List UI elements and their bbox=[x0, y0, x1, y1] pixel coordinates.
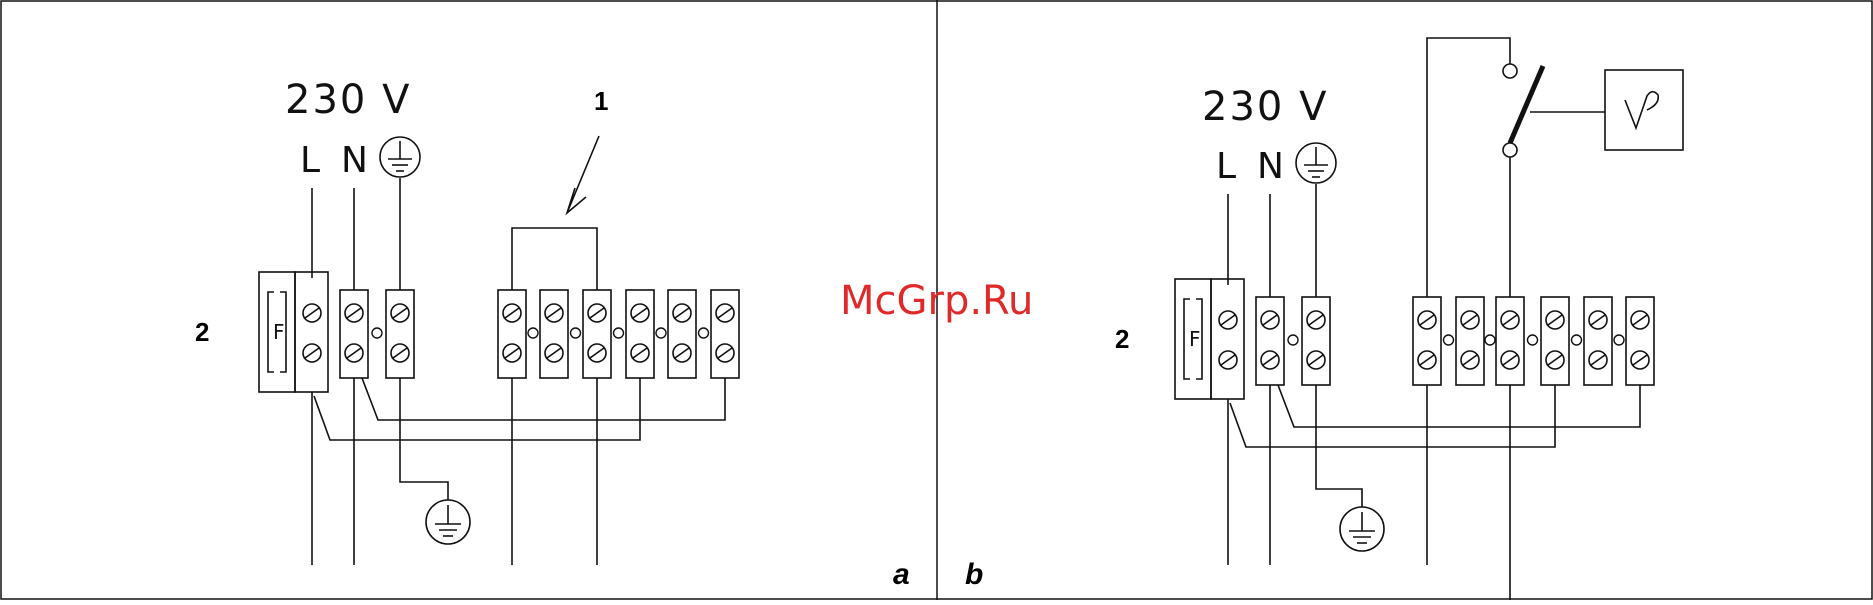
fuse-terminal bbox=[303, 304, 321, 362]
voltage-label: 230 V bbox=[285, 77, 411, 123]
ground-symbol-top bbox=[380, 137, 420, 177]
fuse-holder: F bbox=[259, 272, 328, 392]
bridge-hole bbox=[1572, 335, 1582, 345]
terminal-block bbox=[626, 290, 654, 378]
fuse-holder: F bbox=[1175, 279, 1244, 399]
terminal-block bbox=[1584, 297, 1612, 385]
fuse-label: F bbox=[1189, 327, 1201, 351]
bridge-link bbox=[512, 228, 597, 290]
bridge-hole bbox=[1485, 335, 1495, 345]
terminal-block bbox=[386, 290, 414, 378]
terminal-block bbox=[340, 290, 368, 378]
bridge-hole bbox=[1444, 335, 1454, 345]
watermark: McGrp.Ru bbox=[840, 278, 1033, 324]
panel-a: 230 V L N 2 1 a F bbox=[195, 77, 910, 591]
terminal-label-neutral: N bbox=[341, 140, 368, 181]
component-label-2: 2 bbox=[195, 317, 209, 347]
terminal-block bbox=[1413, 297, 1441, 385]
terminal-block bbox=[1302, 297, 1330, 385]
ground-symbol-bottom bbox=[426, 500, 470, 544]
callout-label-1: 1 bbox=[594, 86, 608, 116]
bridge-hole bbox=[1614, 335, 1624, 345]
bridge-hole bbox=[656, 328, 666, 338]
callout-arrow bbox=[567, 136, 599, 213]
terminal-block bbox=[1456, 297, 1484, 385]
thermostat-icon bbox=[1605, 70, 1683, 150]
component-label-2: 2 bbox=[1115, 324, 1129, 354]
terminal-block bbox=[498, 290, 526, 378]
ground-symbol-bottom bbox=[1340, 507, 1384, 551]
bridge-hole bbox=[614, 328, 624, 338]
terminal-label-line: L bbox=[1216, 146, 1236, 187]
terminal-label-line: L bbox=[300, 140, 320, 181]
terminal-block bbox=[583, 290, 611, 378]
terminal-block bbox=[668, 290, 696, 378]
bridge-hole bbox=[571, 328, 581, 338]
terminal-blocks-a bbox=[303, 290, 739, 378]
panel-b: 230 V L N 2 b F bbox=[965, 38, 1683, 600]
fuse-label: F bbox=[273, 320, 285, 344]
terminal-block bbox=[1256, 297, 1284, 385]
ground-symbol-top bbox=[1296, 143, 1336, 183]
terminal-block bbox=[1626, 297, 1654, 385]
bridge-hole bbox=[1288, 335, 1298, 345]
bridge-hole bbox=[699, 328, 709, 338]
bridge-hole bbox=[528, 328, 538, 338]
terminal-block bbox=[1496, 297, 1524, 385]
switch-icon bbox=[1503, 64, 1605, 157]
terminal-block bbox=[540, 290, 568, 378]
panel-letter-a: a bbox=[893, 558, 910, 591]
terminal-label-neutral: N bbox=[1257, 146, 1284, 187]
terminal-block bbox=[711, 290, 739, 378]
bridge-hole bbox=[372, 328, 382, 338]
bridge-hole bbox=[1528, 335, 1538, 345]
panel-letter-b: b bbox=[965, 558, 983, 591]
terminal-blocks-b bbox=[1219, 297, 1654, 385]
voltage-label: 230 V bbox=[1202, 84, 1328, 130]
terminal-block bbox=[1541, 297, 1569, 385]
fuse-terminal bbox=[1219, 311, 1237, 369]
